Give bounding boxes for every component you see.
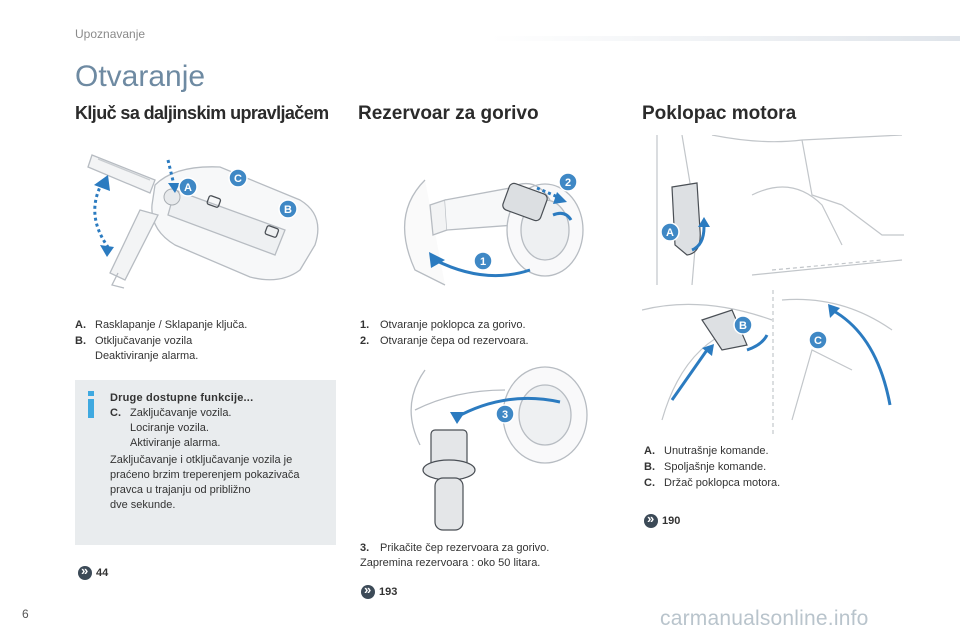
ref-arrow-icon: [78, 563, 92, 580]
info-para-3: pravca u trajanju od približno: [110, 484, 251, 496]
ref-link-190[interactable]: 190: [644, 511, 681, 528]
info-icon: [88, 391, 94, 418]
callout-2: 2: [565, 177, 571, 189]
info-text: Druge dostupne funkcije... C. Zaključavan…: [110, 391, 330, 513]
fuel-item-2-text: Otvaranje čepa od rezervoara.: [380, 335, 529, 347]
fuel-item-2: 2. Otvaranje čepa od rezervoara.: [360, 334, 529, 349]
page-number: 6: [22, 607, 29, 621]
callout-bonnet-b: B: [739, 320, 747, 332]
key-item-b-text: Otključavanje vozila: [95, 335, 193, 347]
callout-bonnet-a: A: [666, 227, 674, 239]
watermark: carmanualsonline.info: [660, 607, 869, 630]
key-item-a-text: Rasklapanje / Sklapanje ključa.: [95, 319, 248, 331]
key-item-a-label: A.: [75, 319, 86, 331]
info-item-line-2: Lociranje vozila.: [130, 422, 209, 434]
bonnet-item-c-text: Držač poklopca motora.: [664, 477, 781, 489]
info-box: [75, 380, 336, 545]
fuel-item-2-label: 2.: [360, 335, 370, 347]
info-para-1: Zaključavanje i otključavanje vozila je: [110, 454, 293, 466]
ref-44: 44: [96, 567, 109, 579]
callout-c: C: [234, 173, 242, 185]
bonnet-interior-illustration: A: [642, 135, 904, 285]
bonnet-item-b-label: B.: [644, 461, 655, 473]
fuel-flap-illustration: 1 2: [385, 160, 595, 290]
page-title: Otvaranje: [75, 60, 206, 93]
info-heading: Druge dostupne funkcije...: [110, 392, 254, 404]
ref-arrow-icon: [644, 511, 658, 528]
ref-arrow-icon: [361, 582, 375, 599]
fuel-item-3-text: Prikačite čep rezervoara za gorivo.: [380, 542, 550, 554]
section-label: Upoznavanje: [75, 27, 146, 41]
callout-3: 3: [502, 409, 508, 421]
bonnet-item-a: A. Unutrašnje komande.: [644, 444, 769, 459]
fuel-capacity: Zapremina rezervoara : oko 50 litara.: [360, 557, 541, 569]
bonnet-item-c: C. Držač poklopca motora.: [644, 476, 780, 491]
ref-190: 190: [662, 515, 681, 527]
callout-a: A: [184, 182, 192, 194]
callout-bonnet-c: C: [814, 335, 822, 347]
info-para-2: praćeno brzim treperenjem pokazivača: [110, 469, 300, 481]
key-item-b-text2: Deaktiviranje alarma.: [95, 350, 199, 362]
fuel-item-1-text: Otvaranje poklopca za gorivo.: [380, 319, 526, 331]
fuel-item-1-label: 1.: [360, 319, 370, 331]
bonnet-item-a-label: A.: [644, 445, 655, 457]
fuel-item-3: 3. Prikačite čep rezervoara za gorivo.: [360, 541, 549, 556]
key-item-b: B. Otključavanje vozila Deaktiviranje ala…: [75, 334, 198, 364]
fuel-item-1: 1. Otvaranje poklopca za gorivo.: [360, 318, 526, 333]
bonnet-title: Poklopac motora: [642, 103, 797, 124]
bonnet-exterior-illustration: B C: [642, 290, 904, 435]
info-item-line-1: Zaključavanje vozila.: [130, 407, 232, 419]
key-item-b-label: B.: [75, 335, 86, 347]
ref-link-44[interactable]: 44: [78, 563, 109, 580]
bonnet-item-b-text: Spoljašnje komande.: [664, 461, 767, 473]
info-item-line-3: Aktiviranje alarma.: [130, 437, 221, 449]
callout-1: 1: [480, 256, 486, 268]
info-item-label: C.: [110, 407, 121, 419]
fuel-cap-illustration: 3: [395, 360, 595, 535]
key-illustration: A C B: [80, 145, 330, 295]
fuel-tank-title: Rezervoar za gorivo: [358, 103, 539, 124]
key-item-a: A. Rasklapanje / Sklapanje ključa.: [75, 318, 247, 333]
bonnet-item-a-text: Unutrašnje komande.: [664, 445, 769, 457]
fuel-item-3-label: 3.: [360, 542, 370, 554]
callout-b: B: [284, 204, 292, 216]
bonnet-item-c-label: C.: [644, 477, 655, 489]
ref-link-193[interactable]: 193: [361, 582, 398, 599]
header-rule: [490, 36, 960, 41]
ref-193: 193: [379, 586, 398, 598]
key-remote-title: Ključ sa daljinskim upravljačem: [75, 103, 329, 123]
bonnet-item-b: B. Spoljašnje komande.: [644, 460, 766, 475]
info-para-4: dve sekunde.: [110, 499, 176, 511]
